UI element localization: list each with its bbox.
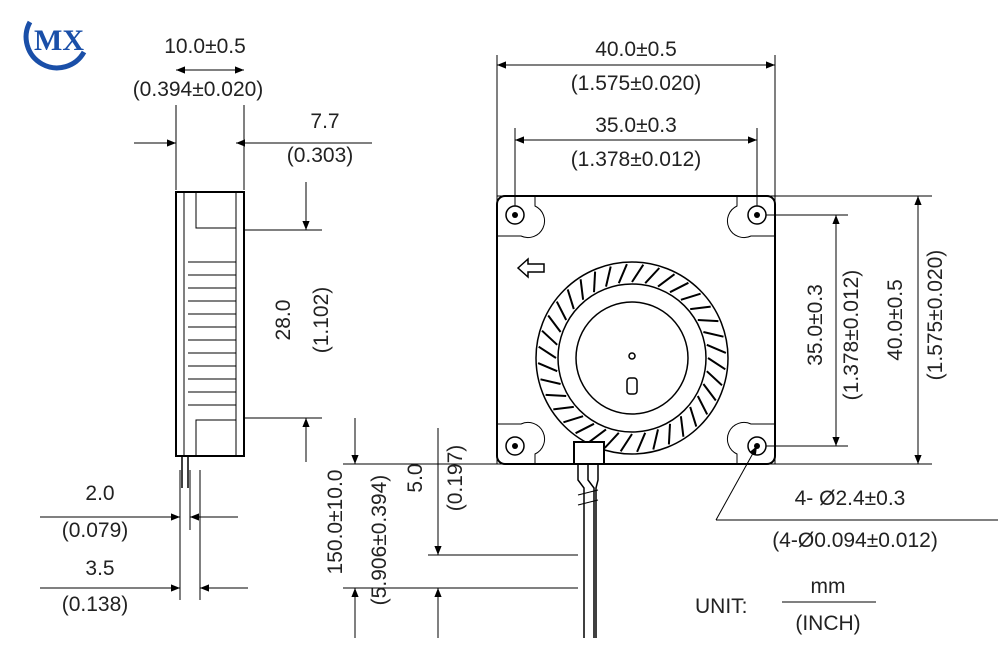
impeller-blade bbox=[593, 271, 597, 293]
vert-overall-mm-label: 40.0±0.5 bbox=[884, 279, 907, 361]
impeller-blade bbox=[644, 267, 661, 284]
impeller-blade bbox=[553, 405, 574, 411]
logo-text: MX bbox=[34, 24, 84, 57]
thickness-in-label: (0.394±0.020) bbox=[133, 78, 264, 101]
front-view: 40.0±0.5 (1.575±0.020) 35.0±0.3 (1.378±0… bbox=[324, 38, 998, 638]
lead-a-mm-label: 2.0 bbox=[85, 482, 114, 505]
impeller-blade bbox=[696, 395, 709, 415]
overall-width-in-label: (1.575±0.020) bbox=[571, 72, 702, 95]
lead-b-mm-label: 3.5 bbox=[85, 557, 114, 580]
impeller-blade bbox=[636, 432, 647, 453]
outlet-mm-label: 28.0 bbox=[272, 300, 295, 341]
width-in-label: (0.303) bbox=[287, 144, 354, 167]
width-mm-label: 7.7 bbox=[310, 110, 339, 133]
impeller-blade bbox=[617, 263, 628, 284]
fan-frame bbox=[496, 195, 776, 465]
unit-bottom: (INCH) bbox=[795, 612, 860, 635]
strip-mm-label: 5.0 bbox=[404, 463, 427, 492]
side-view-fins bbox=[188, 261, 236, 406]
impeller-blade bbox=[702, 383, 717, 402]
impeller-blade bbox=[652, 429, 659, 450]
overall-width-mm-label: 40.0±0.5 bbox=[595, 38, 677, 61]
impeller-blade bbox=[603, 432, 620, 449]
impeller-blade bbox=[605, 266, 612, 287]
impeller-blade bbox=[541, 329, 558, 346]
thickness-mm-label: 10.0±0.5 bbox=[164, 35, 246, 58]
impeller-blade bbox=[667, 423, 671, 445]
impeller-blade bbox=[690, 305, 711, 311]
vert-pitch-in-label: (1.378±0.012) bbox=[840, 270, 863, 401]
unit-label: UNIT: bbox=[695, 595, 748, 618]
hole-pitch-in-label: (1.378±0.012) bbox=[571, 148, 702, 171]
hole-dia-mm-label: 4- Ø2.4±0.3 bbox=[795, 487, 906, 510]
impeller-blade bbox=[566, 289, 575, 310]
impeller-blade bbox=[545, 393, 567, 397]
impeller-blade bbox=[537, 362, 558, 373]
impeller-blade bbox=[579, 279, 585, 300]
wire-length-in-label: (5.906±0.394) bbox=[368, 475, 391, 606]
impeller-blade bbox=[619, 433, 633, 452]
lead-a-in-label: (0.079) bbox=[62, 519, 129, 542]
impeller-blade bbox=[555, 301, 568, 321]
mounting-hole-bottom-left bbox=[505, 436, 525, 456]
vert-pitch-mm-label: 35.0±0.3 bbox=[804, 284, 827, 366]
impeller bbox=[535, 261, 729, 455]
unit-top: mm bbox=[811, 575, 846, 598]
side-view-body bbox=[175, 191, 245, 457]
logo: MX bbox=[23, 20, 87, 71]
impeller-blade bbox=[697, 319, 719, 323]
impeller-blade bbox=[703, 331, 724, 338]
strip-in-label: (0.197) bbox=[444, 445, 467, 512]
lead-wires bbox=[573, 441, 605, 638]
impeller-blade bbox=[547, 314, 562, 333]
impeller-blade bbox=[538, 345, 557, 359]
impeller-blade bbox=[706, 370, 723, 387]
vert-overall-in-label: (1.575±0.020) bbox=[924, 250, 947, 381]
outlet-in-label: (1.102) bbox=[310, 287, 333, 354]
impeller-blade bbox=[540, 378, 561, 385]
unit-legend: UNIT: mm (INCH) bbox=[695, 575, 876, 635]
impeller-blade bbox=[680, 292, 701, 301]
impeller-blade bbox=[706, 343, 727, 354]
logo-ring bbox=[23, 20, 87, 71]
wire-length-mm-label: 150.0±10.0 bbox=[324, 470, 347, 575]
airflow-arrow-icon bbox=[516, 257, 545, 279]
impeller-blade bbox=[563, 415, 584, 424]
impeller-blade bbox=[679, 416, 685, 437]
hole-dia-in-label: (4-Ø0.094±0.012) bbox=[772, 529, 938, 552]
impeller-blade bbox=[669, 281, 689, 294]
impeller-blade bbox=[575, 422, 595, 435]
impeller-blade bbox=[689, 406, 698, 427]
impeller-blade bbox=[588, 428, 607, 443]
lead-b-in-label: (0.138) bbox=[62, 593, 129, 616]
impeller-blade bbox=[657, 273, 676, 288]
hole-pitch-mm-label: 35.0±0.3 bbox=[595, 114, 677, 137]
side-view: 10.0±0.5 (0.394±0.020) 7.7 (0.303) 28.0 … bbox=[40, 35, 372, 616]
impeller-blade bbox=[707, 357, 726, 371]
impeller-blade bbox=[631, 264, 645, 283]
